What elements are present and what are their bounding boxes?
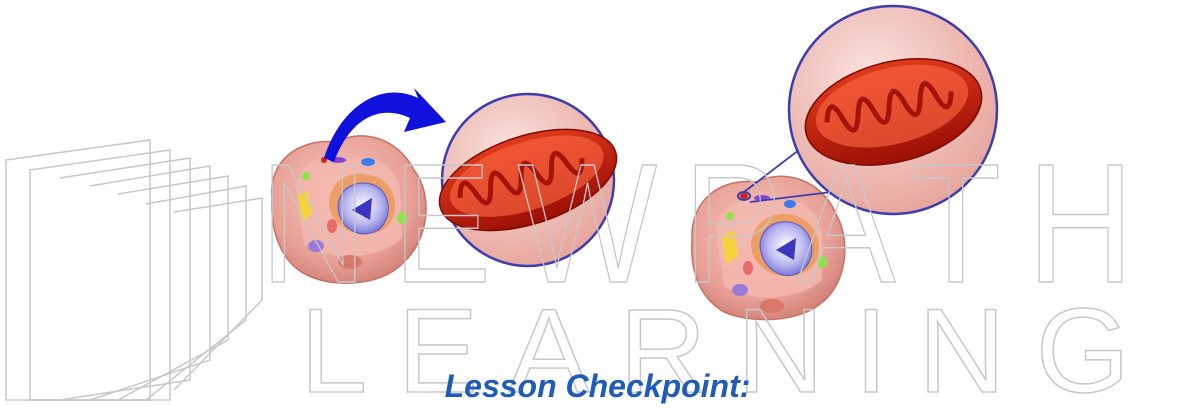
animal-cell-icon	[272, 136, 426, 283]
mitochondrion-icon	[789, 6, 997, 214]
animal-cell-icon	[692, 176, 845, 319]
lesson-checkpoint-title: Lesson Checkpoint:	[0, 368, 1195, 405]
mitochondrion-icon	[427, 94, 629, 266]
